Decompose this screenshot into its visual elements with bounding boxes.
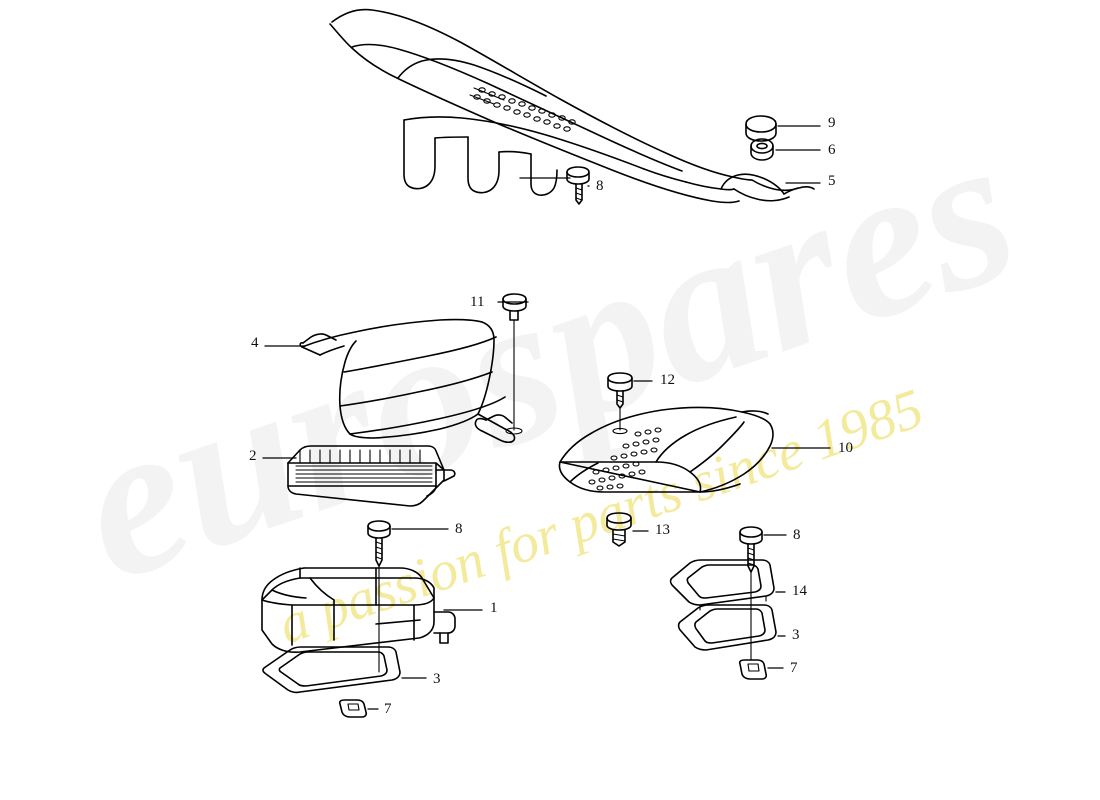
- part-screw-13: [606, 512, 632, 547]
- part-screw-8-top: [566, 166, 590, 205]
- callout-14: 14: [792, 583, 807, 599]
- callout-1: 1: [490, 600, 498, 616]
- callout-3-right: 3: [792, 627, 800, 643]
- callout-11: 11: [470, 294, 485, 310]
- part-cover-4: [299, 318, 516, 444]
- part-cap-9: [745, 115, 777, 142]
- callout-9: 9: [828, 115, 836, 131]
- part-waterbox-10: [558, 406, 774, 493]
- callout-5: 5: [828, 173, 836, 189]
- callout-10: 10: [838, 440, 853, 456]
- part-housing-1: [261, 567, 456, 653]
- part-screw-8-right: [739, 526, 763, 661]
- leader-lines: [262, 125, 831, 710]
- callout-13: 13: [655, 522, 670, 538]
- callout-7-right: 7: [790, 660, 798, 676]
- callout-3-left: 3: [433, 671, 441, 687]
- callout-4: 4: [251, 335, 259, 351]
- part-gasket-3-right: [677, 604, 777, 651]
- part-clip-7-left: [338, 699, 368, 718]
- part-clip-7-right: [738, 659, 768, 680]
- part-screw-8-mid: [367, 520, 391, 673]
- part-filter-2: [287, 445, 456, 507]
- part-rivet-11: [502, 293, 527, 435]
- callout-8-mid: 8: [455, 521, 463, 537]
- callout-8-top: 8: [596, 178, 604, 194]
- callout-6: 6: [828, 142, 836, 158]
- callout-2: 2: [249, 448, 257, 464]
- callout-7-left: 7: [384, 701, 392, 717]
- part-plate-14: [669, 559, 775, 611]
- callout-12: 12: [660, 372, 675, 388]
- part-cowl-panel: [329, 8, 815, 204]
- part-gasket-3-left: [262, 646, 401, 694]
- callout-8-right: 8: [793, 527, 801, 543]
- part-nut-6: [750, 138, 774, 161]
- part-screw-12: [607, 372, 633, 435]
